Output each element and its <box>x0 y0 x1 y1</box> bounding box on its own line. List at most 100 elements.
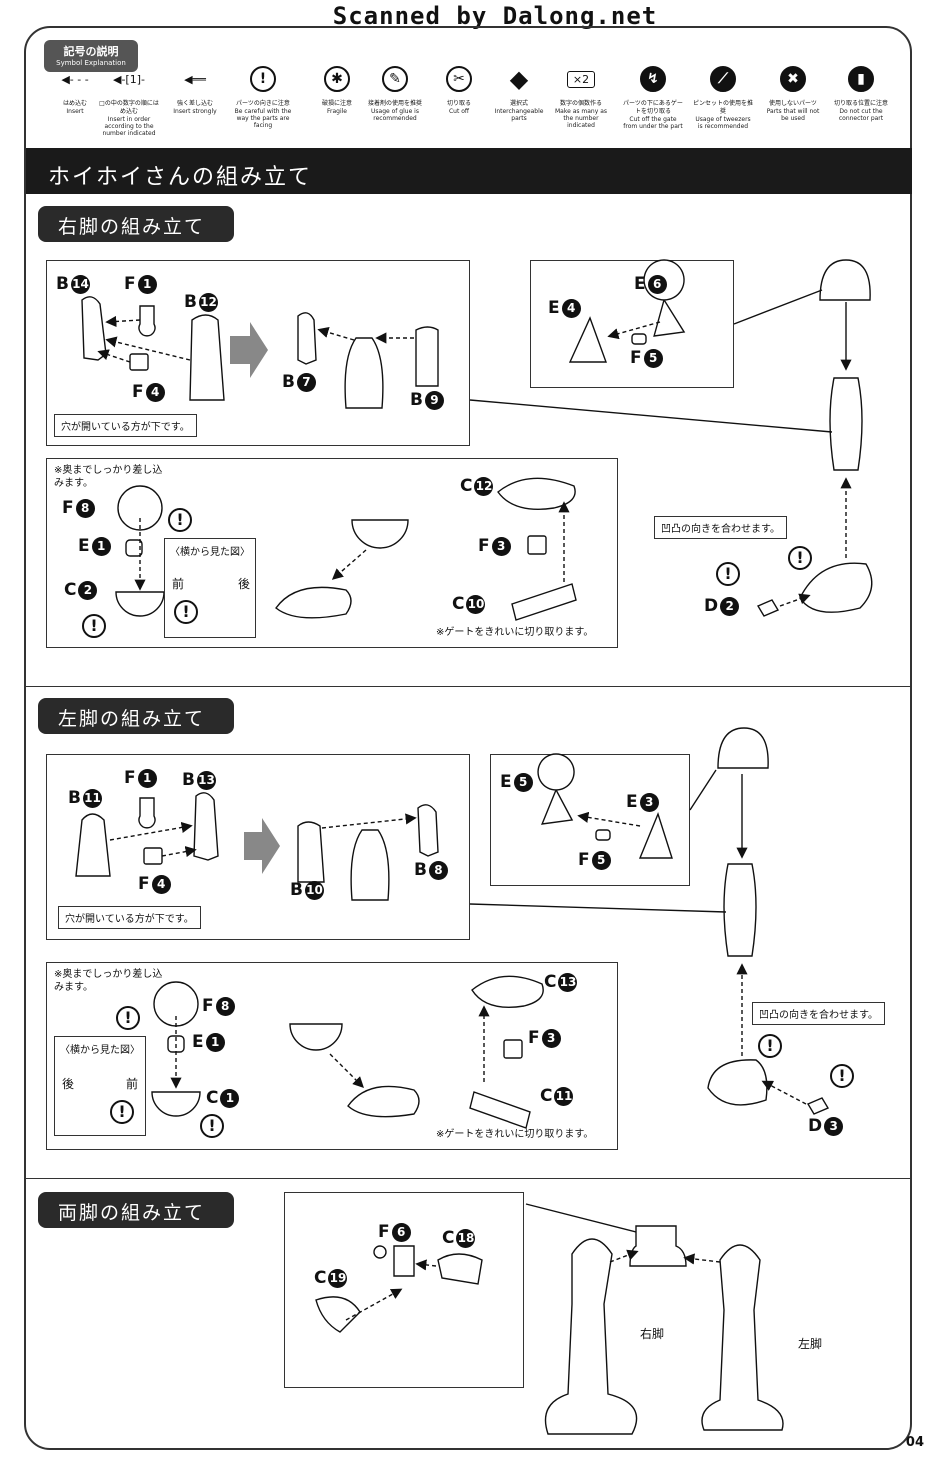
label-letter: F <box>124 274 136 294</box>
part-d3 <box>806 1097 830 1115</box>
part-foot-assembled-left <box>707 1059 768 1106</box>
part-b10 <box>297 821 325 883</box>
scan-banner: Scanned by Dalong.net <box>332 2 658 30</box>
part-c1 <box>151 1091 201 1117</box>
label-letter: B <box>282 372 295 392</box>
left-leg-title: 左脚の組み立て <box>38 698 234 734</box>
label-letter: E <box>626 792 638 812</box>
multiply-icon: ×2 <box>550 64 612 94</box>
part-c12 <box>497 477 576 510</box>
part-b12 <box>189 314 225 401</box>
side-view-box <box>164 538 256 638</box>
label-letter: F <box>578 850 590 870</box>
label-letter: C <box>442 1228 455 1248</box>
part-b9 <box>415 326 439 387</box>
right-leg-label: 右脚 <box>640 1327 665 1341</box>
caution-icon: ! <box>116 1006 140 1030</box>
connector-icon: ▮ <box>830 64 892 94</box>
fragile-icon: ✱ <box>306 64 368 94</box>
symbol-label-en: Do not cut the connector part <box>838 108 884 122</box>
not-used-icon: ✖ <box>762 64 824 94</box>
part-c19 <box>315 1296 361 1333</box>
label-letter: B <box>410 390 423 410</box>
label-number: 2 <box>78 580 98 600</box>
part-foot-assembled <box>799 562 873 613</box>
front-label-left: 前 <box>126 1077 139 1091</box>
symbol-title-jp: 記号の説明 <box>63 45 119 58</box>
label-number: 9 <box>424 390 444 410</box>
symbol-label-en: Fragile <box>327 108 347 115</box>
part-e1 <box>125 539 143 557</box>
label-number: 1 <box>220 1088 240 1108</box>
symbol-label-jp: 接着剤の使用を推奨 <box>367 100 422 107</box>
label-letter: B <box>414 860 427 880</box>
label-letter: D <box>808 1116 823 1136</box>
part-f3 <box>527 535 547 555</box>
label-number: 19 <box>328 1268 348 1288</box>
caution-icon: ! <box>168 508 192 532</box>
label-number: 5 <box>643 348 663 368</box>
label-letter: E <box>634 274 646 294</box>
section-title: ホイホイさんの組み立て <box>26 148 912 194</box>
align-note: 凹凸の向きを合わせます。 <box>654 516 787 539</box>
label-number: 5 <box>513 772 533 792</box>
part-f4-left <box>143 847 163 865</box>
symbol-label-en: Insert <box>66 108 84 115</box>
insert-strongly-icon: ◀══ <box>184 72 206 86</box>
part-knee-cup-left <box>289 1023 343 1051</box>
part-foot-upper-left <box>347 1085 420 1118</box>
part-f1-left <box>138 797 156 829</box>
label-letter: C <box>206 1088 219 1108</box>
label-number: 8 <box>75 498 95 518</box>
label-number: 1 <box>137 768 157 788</box>
symbol-label-en: Usage of tweezers is recommended <box>695 116 751 130</box>
label-letter: B <box>290 880 303 900</box>
label-letter: C <box>64 580 77 600</box>
symbol-label-en: Usage of glue is recommended <box>371 108 419 122</box>
label-number: 12 <box>474 476 494 496</box>
part-f6 <box>373 1245 387 1259</box>
part-b13 <box>193 792 219 861</box>
label-number: 1 <box>91 536 111 556</box>
caution-icon: ! <box>174 600 198 624</box>
label-letter: F <box>630 348 642 368</box>
label-number: 12 <box>198 292 218 312</box>
label-number: 3 <box>541 1028 561 1048</box>
glue-icon: ✎ <box>364 64 426 94</box>
part-c10 <box>511 583 577 621</box>
label-letter: B <box>56 274 69 294</box>
label-number: 4 <box>151 874 171 894</box>
label-letter: B <box>184 292 197 312</box>
arrow-right-icon <box>244 818 280 874</box>
symbol-legend-title: 記号の説明 Symbol Explanation <box>44 40 138 72</box>
part-f5 <box>631 333 647 345</box>
right-leg-hip-panel <box>530 260 734 388</box>
part-right-leg-assembled <box>544 1238 638 1435</box>
label-letter: F <box>132 382 144 402</box>
page-number: 04 <box>905 1435 924 1450</box>
label-letter: F <box>528 1028 540 1048</box>
label-number: 14 <box>70 274 90 294</box>
label-number: 6 <box>391 1222 411 1242</box>
part-f1 <box>138 305 156 337</box>
hole-note: 穴が開いている方が下です。 <box>54 414 197 437</box>
label-letter: F <box>138 874 150 894</box>
part-body-tube <box>344 337 384 409</box>
label-number: 3 <box>639 792 659 812</box>
